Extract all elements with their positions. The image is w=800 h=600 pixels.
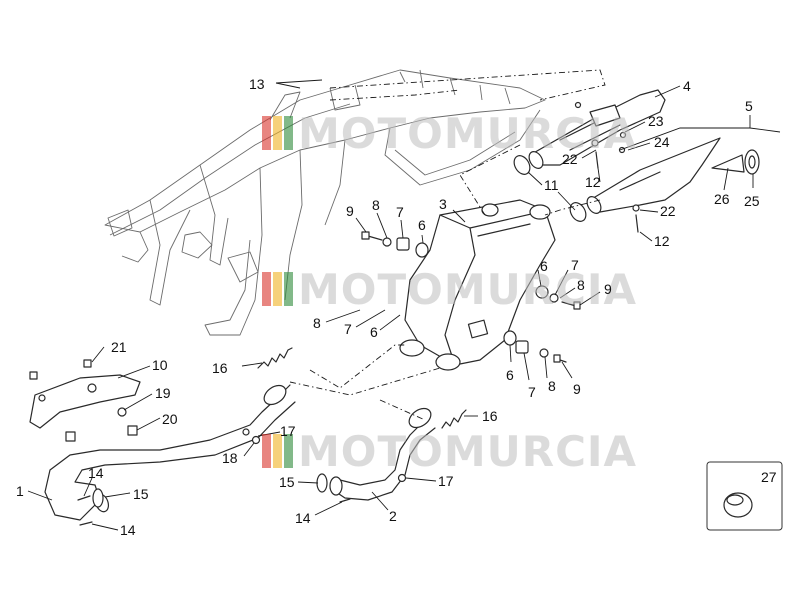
callout-16b: 16 — [482, 408, 498, 424]
tail-pipe-lower — [586, 137, 721, 214]
callout-7b: 7 — [571, 257, 579, 273]
watermark-top: MOTOMURCIA — [262, 109, 637, 158]
rear-frame — [104, 69, 546, 336]
mount-hardware-lower — [503, 330, 567, 363]
watermark-stripe-yellow — [273, 272, 282, 306]
callout-12a: 12 — [585, 174, 601, 190]
callout-7a: 7 — [396, 204, 404, 220]
heat-shield — [29, 374, 141, 429]
nut-18 — [251, 435, 261, 445]
clip-nut-b — [65, 431, 76, 442]
callout-1: 1 — [16, 483, 24, 499]
callout-7c: 7 — [344, 321, 352, 337]
callout-8a: 8 — [372, 197, 380, 213]
gasket-front — [92, 488, 104, 508]
callout-14b: 14 — [120, 522, 136, 538]
callout-2: 2 — [389, 508, 397, 524]
watermark-stripe-yellow — [273, 116, 282, 150]
callout-6b: 6 — [540, 258, 548, 274]
leader-lines — [27, 79, 781, 531]
watermark-text: MOTOMURCIA — [298, 265, 637, 314]
spring-right — [441, 409, 467, 429]
callout-8d: 8 — [548, 378, 556, 394]
stud-14c — [339, 498, 351, 503]
gasket-rear — [316, 473, 328, 493]
watermark-stripe-green — [284, 434, 293, 468]
watermark-text: MOTOMURCIA — [298, 427, 637, 476]
stud-14a — [77, 495, 91, 501]
callout-19: 19 — [155, 385, 171, 401]
callout-27: 27 — [761, 469, 777, 485]
callout-8b: 8 — [577, 277, 585, 293]
spring-left — [257, 347, 293, 369]
callout-4: 4 — [683, 78, 691, 94]
watermark-stripe-green — [284, 116, 293, 150]
tail-pipe-hardware — [574, 101, 640, 233]
silencer-body — [399, 199, 556, 371]
callout-6a: 6 — [418, 217, 426, 233]
pipe-clamp-lower — [569, 202, 587, 222]
tail-pipe-upper — [528, 89, 666, 169]
mount-hardware-upper — [361, 231, 429, 258]
assembly-lines — [289, 69, 606, 421]
watermark-stripe-red — [262, 116, 271, 150]
callout-9a: 9 — [346, 203, 354, 219]
watermark-text: MOTOMURCIA — [298, 109, 637, 158]
callout-6d: 6 — [506, 367, 514, 383]
callout-8c: 8 — [313, 315, 321, 331]
callout-12b: 12 — [654, 233, 670, 249]
callout-11: 11 — [544, 177, 559, 193]
clip-nut-a — [127, 425, 138, 436]
nut-17a — [242, 428, 250, 436]
callout-16a: 16 — [212, 360, 228, 376]
mount-hardware-right — [535, 285, 581, 310]
callout-14c: 14 — [295, 510, 311, 526]
callout-26: 26 — [714, 191, 730, 207]
callout-15a: 15 — [133, 486, 149, 502]
callout-13: 13 — [249, 76, 265, 92]
pipe-clamp-upper — [513, 155, 531, 175]
watermark-middle: MOTOMURCIA — [262, 265, 637, 314]
callout-24: 24 — [654, 134, 670, 150]
watermark-bottom: MOTOMURCIA — [262, 427, 637, 476]
nut-17b — [397, 473, 407, 483]
callout-25: 25 — [744, 193, 760, 209]
callout-9b: 9 — [604, 281, 612, 297]
callout-5: 5 — [745, 98, 753, 114]
callout-22b: 22 — [660, 203, 676, 219]
callout-10: 10 — [152, 357, 168, 373]
watermark-stripe-yellow — [273, 434, 282, 468]
watermark-stripe-red — [262, 434, 271, 468]
end-ring — [744, 149, 760, 175]
callout-22a: 22 — [562, 151, 578, 167]
callout-15b: 15 — [279, 474, 295, 490]
callout-7d: 7 — [528, 384, 536, 400]
callout-6c: 6 — [370, 324, 378, 340]
watermark-stripe-green — [284, 272, 293, 306]
shield-screw-right — [83, 359, 92, 368]
callout-9c: 9 — [573, 381, 581, 397]
callout-18: 18 — [222, 450, 238, 466]
callout-21: 21 — [111, 339, 127, 355]
plug-cap — [723, 492, 753, 518]
callout-14a: 14 — [88, 465, 104, 481]
callout-20: 20 — [162, 411, 178, 427]
callout-23: 23 — [648, 113, 664, 129]
callout-3: 3 — [439, 196, 447, 212]
callout-labels: 13 4 5 23 24 22 12 11 26 25 22 12 3 8 9 … — [16, 76, 777, 538]
callout-17a: 17 — [280, 423, 296, 439]
callout-17b: 17 — [438, 473, 454, 489]
shield-screw-left — [29, 371, 38, 380]
watermark-stripe-red — [262, 272, 271, 306]
stud-14b — [79, 521, 93, 526]
